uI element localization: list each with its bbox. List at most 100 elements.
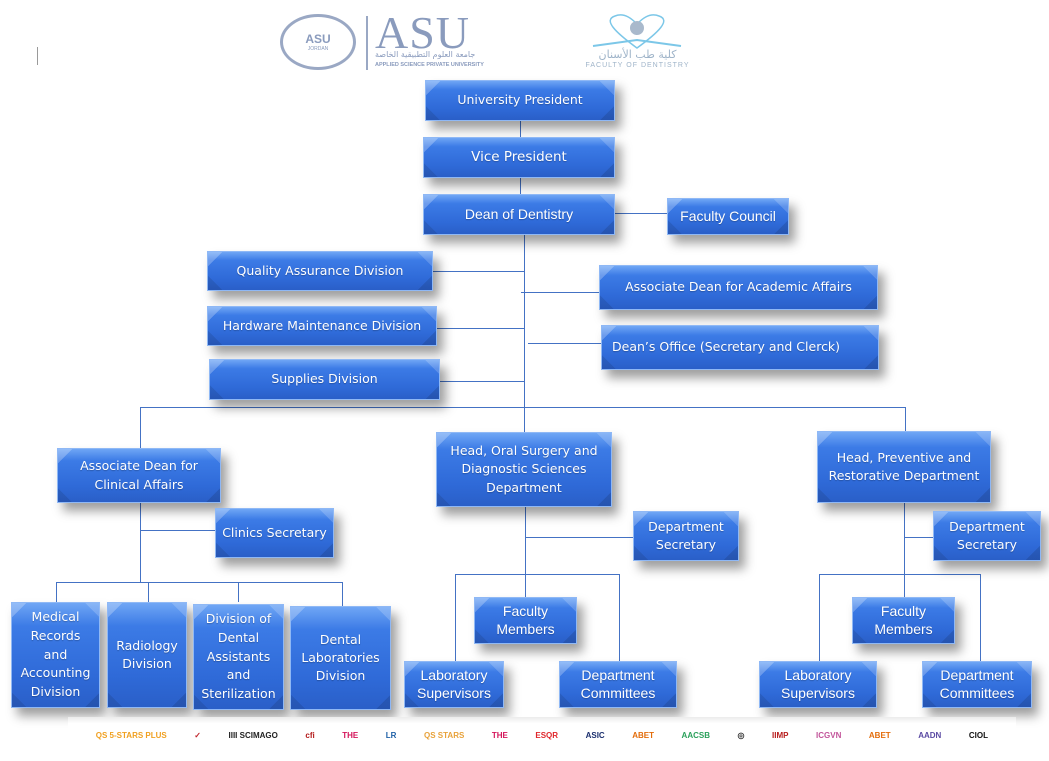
connector xyxy=(614,213,668,215)
asu-logo-divider xyxy=(366,16,368,70)
connector xyxy=(525,506,527,598)
esqr-logo: ESQR xyxy=(535,730,559,740)
connector xyxy=(819,574,821,662)
faculty-english-name: FACULTY OF DENTISTRY xyxy=(585,62,690,69)
asu-arabic-name: جامعة العلوم التطبيقية الخاصة xyxy=(375,50,476,59)
asu-wordmark: ASU xyxy=(375,7,471,58)
clinics-secretary-box: Clinics Secretary xyxy=(215,508,334,558)
associate-dean-academic-affairs-box: Associate Dean for Academic Affairs xyxy=(599,265,878,310)
seal-logo: ◎ xyxy=(737,730,745,740)
quality-assurance-division-box: Quality Assurance Division xyxy=(207,251,433,291)
box-label: Associate Dean for Clinical Affairs xyxy=(80,458,198,492)
connector xyxy=(238,582,240,602)
asu-seal-text: ASU xyxy=(305,32,331,46)
associate-dean-clinical-affairs-box: Associate Dean for Clinical Affairs xyxy=(57,448,221,503)
connector xyxy=(520,178,522,196)
arab-ranking-logo: ✓ xyxy=(194,730,201,740)
box-label: Faculty Council xyxy=(680,208,776,225)
cfi-logo: cfi xyxy=(305,730,315,740)
dental-assistants-sterilization-division-box: Division of Dental Assistants and Steril… xyxy=(193,604,284,710)
connector xyxy=(433,271,525,273)
preventive-laboratory-supervisors-box: Laboratory Supervisors xyxy=(759,661,877,708)
asic-logo: ASIC xyxy=(585,730,605,740)
supplies-division-box: Supplies Division xyxy=(209,359,440,400)
connector xyxy=(525,537,634,539)
tooth-book-icon xyxy=(592,14,682,49)
qs-stars-logo: QS STARS xyxy=(424,730,465,740)
medical-records-accounting-division-box: Medical Records and Accounting Division xyxy=(11,602,100,708)
box-label: Vice President xyxy=(471,148,567,165)
scimago-logo: IIII SCIMAGO xyxy=(228,730,278,740)
deans-office-box: Dean’s Office (Secretary and Clerck) xyxy=(601,325,879,370)
preventive-department-committees-box: Department Committees xyxy=(922,661,1032,708)
box-label: Hardware Maintenance Division xyxy=(222,317,422,333)
box-label: University President xyxy=(457,92,583,108)
box-label: Dean of Dentistry xyxy=(464,206,574,223)
connector xyxy=(905,407,907,432)
faculty-of-dentistry-logo: كلية طب الأسنان FACULTY OF DENTISTRY xyxy=(585,12,690,72)
asu-seal-logo: ASU JORDAN xyxy=(280,14,356,70)
aadn-logo: AADN xyxy=(918,730,942,740)
box-label: Laboratory Supervisors xyxy=(781,667,855,701)
box-label: Department Committees xyxy=(939,667,1015,701)
box-label: Faculty Members xyxy=(496,603,555,637)
preventive-department-secretary-box: Department Secretary xyxy=(933,511,1041,561)
box-label: Head, Oral Surgery and Diagnostic Scienc… xyxy=(450,443,598,495)
connector xyxy=(56,582,343,584)
box-label: Department Secretary xyxy=(949,518,1025,552)
connector xyxy=(437,328,525,330)
box-label: Faculty Members xyxy=(874,603,933,637)
oral-surgery-laboratory-supervisors-box: Laboratory Supervisors xyxy=(404,661,504,708)
box-label: Associate Dean for Academic Affairs xyxy=(625,279,852,295)
asu-seal-sub: JORDAN xyxy=(307,46,329,52)
faculty-arabic-name: كلية طب الأسنان xyxy=(598,48,677,61)
aacsb-logo: AACSB xyxy=(681,730,710,740)
oral-surgery-department-secretary-box: Department Secretary xyxy=(633,511,739,561)
asu-english-name: APPLIED SCIENCE PRIVATE UNIVERSITY xyxy=(375,62,484,68)
connector xyxy=(440,381,525,383)
connector xyxy=(521,292,601,294)
connector xyxy=(140,530,216,532)
the-arab-logo: THE xyxy=(491,730,508,740)
icgvn-logo: ICGVN xyxy=(816,730,842,740)
connector xyxy=(455,574,457,662)
box-label: Division of Dental Assistants and Steril… xyxy=(201,611,276,702)
connector xyxy=(455,574,619,576)
connector xyxy=(904,537,934,539)
box-label: Radiology Division xyxy=(116,637,178,671)
box-label: Supplies Division xyxy=(271,371,378,387)
oral-surgery-department-committees-box: Department Committees xyxy=(559,661,677,708)
connector xyxy=(520,120,522,138)
box-label: Head, Preventive and Restorative Departm… xyxy=(828,449,980,483)
preventive-faculty-members-box: Faculty Members xyxy=(852,597,955,644)
left-divider-mark xyxy=(37,47,38,65)
abet-eac-logo: ABET xyxy=(632,730,655,740)
abet-cac-logo: ABET xyxy=(868,730,891,740)
connector xyxy=(524,407,526,434)
connector xyxy=(140,407,906,409)
the-impact-logo: THE xyxy=(342,730,359,740)
radiology-division-box: Radiology Division xyxy=(107,602,187,708)
accreditation-logo-strip: QS 5-STARS PLUS ✓ IIII SCIMAGO cfi THE LR QS S… xyxy=(68,717,1016,753)
connector xyxy=(140,407,142,449)
connector xyxy=(819,574,980,576)
qs-5-stars-plus-logo: QS 5-STARS PLUS xyxy=(95,730,167,740)
head-oral-surgery-box: Head, Oral Surgery and Diagnostic Scienc… xyxy=(436,432,612,507)
faculty-council-box: Faculty Council xyxy=(667,198,789,235)
vice-president-box: Vice President xyxy=(423,137,615,178)
box-label: Department Committees xyxy=(580,667,656,701)
dean-of-dentistry-box: Dean of Dentistry xyxy=(423,194,615,235)
connector xyxy=(528,343,602,345)
hardware-maintenance-division-box: Hardware Maintenance Division xyxy=(207,306,437,346)
lr-logo: LR xyxy=(385,730,397,740)
connector xyxy=(140,503,142,582)
dental-laboratories-division-box: Dental Laboratories Division xyxy=(290,606,391,710)
ciol-logo: CIOL xyxy=(968,730,988,740)
box-label: Dental Laboratories Division xyxy=(301,631,380,684)
box-label: Clinics Secretary xyxy=(222,524,327,540)
head-preventive-restorative-box: Head, Preventive and Restorative Departm… xyxy=(817,431,991,503)
connector xyxy=(524,235,526,408)
iimp-logo: IIMP xyxy=(772,730,789,740)
box-label: Medical Records and Accounting Division xyxy=(20,609,91,700)
